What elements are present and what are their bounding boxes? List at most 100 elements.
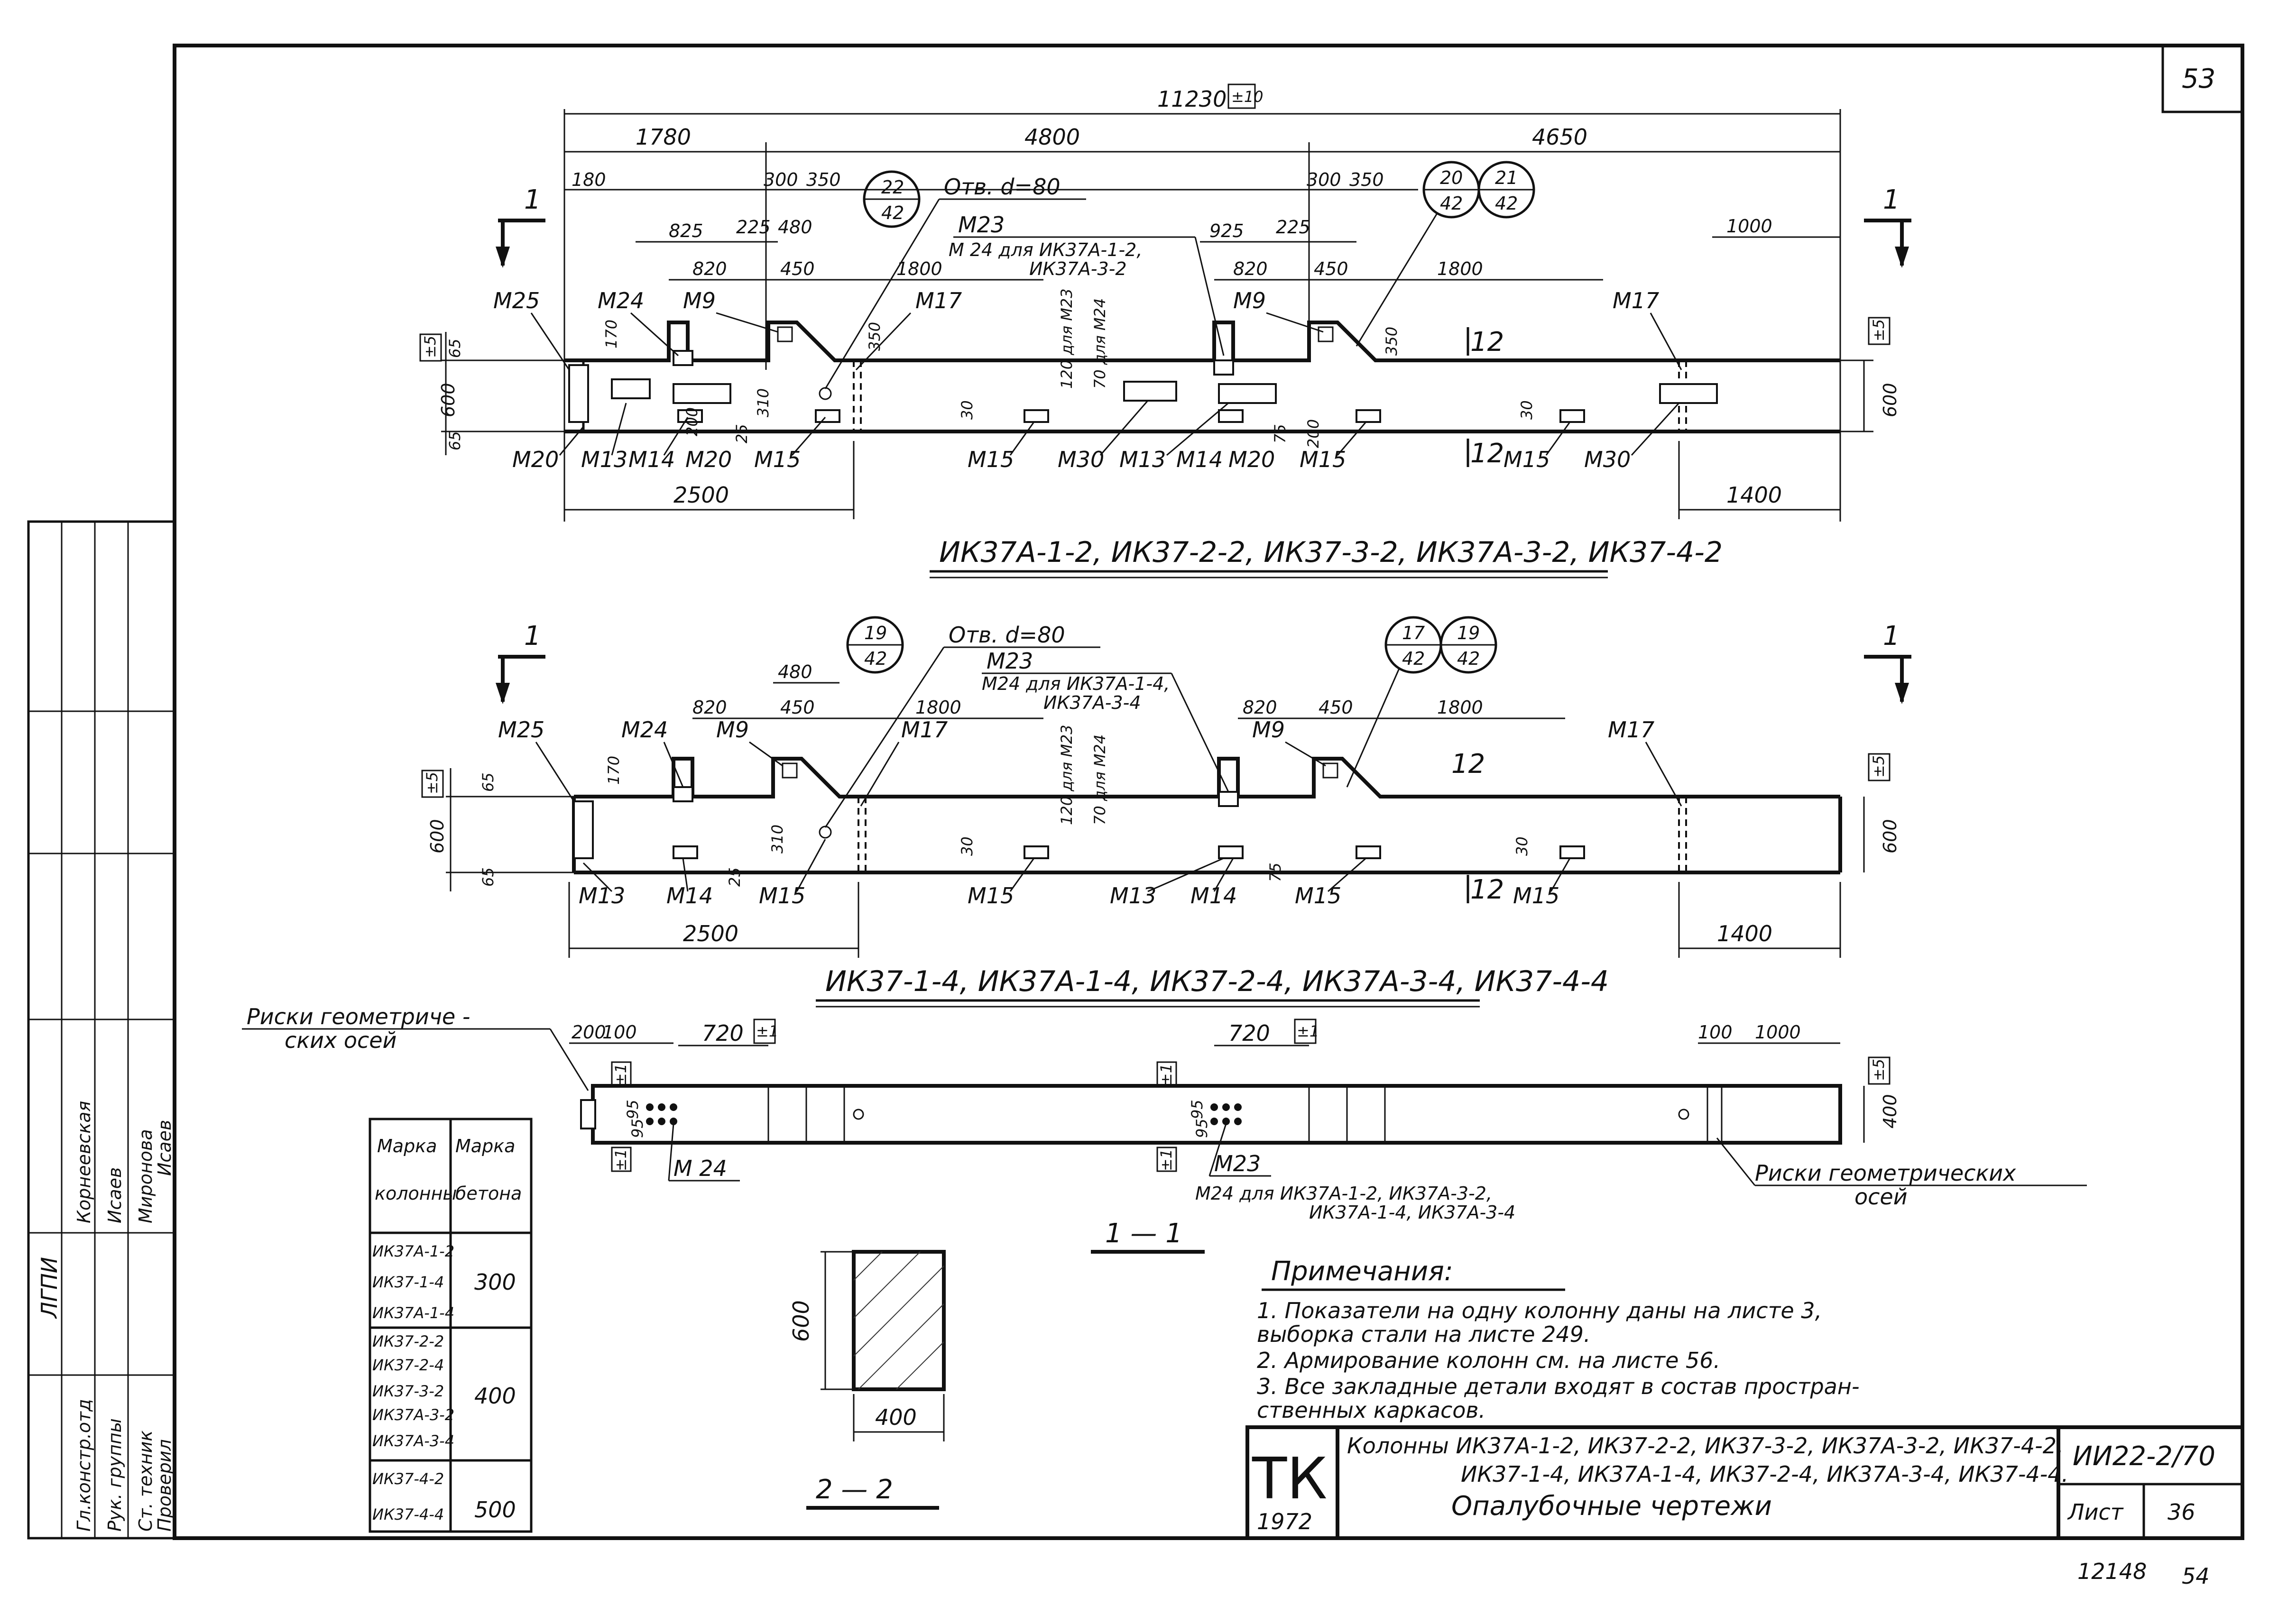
d1-label-m9b: М9 — [1233, 288, 1266, 313]
table-h2b: бетона — [455, 1183, 522, 1204]
d2-tol-left: ±5 — [423, 772, 441, 794]
d1-dim-4800: 4800 — [1024, 124, 1080, 150]
side-stamp-name-2: Исаев — [104, 1167, 125, 1223]
table-g2-r3: ИК37-3-2 — [372, 1382, 444, 1400]
d2-label-m9a: М9 — [716, 717, 749, 743]
d1-dim-180: 180 — [572, 169, 606, 190]
d1-dim-2500: 2500 — [673, 482, 729, 508]
footer-number-1: 12148 — [2077, 1559, 2147, 1584]
plan-m23: М23 — [1214, 1151, 1261, 1176]
table-grade-1: 300 — [474, 1269, 516, 1295]
d2-h600r: 600 — [1880, 819, 1900, 853]
table-g2-r1: ИК37-2-2 — [372, 1332, 444, 1350]
plan-tol-3: ±1 — [612, 1064, 630, 1086]
table-g1-r3: ИК37А-1-4 — [372, 1304, 454, 1322]
d1-dim-1000: 1000 — [1726, 216, 1772, 237]
d1-dim-1800b: 1800 — [1437, 258, 1483, 279]
side-stamp-name-3: Миронова — [135, 1129, 156, 1223]
side-stamp-name-4: Исаев — [154, 1120, 175, 1176]
d2-circle-19b: 42 — [864, 648, 887, 669]
d1-section-left: 1 — [524, 184, 541, 215]
d1-circle-22b: 42 — [881, 202, 904, 223]
stamp-sheet-no: 36 — [2168, 1499, 2195, 1525]
d2-dim-1800b: 1800 — [1437, 697, 1483, 718]
plan-dim-720a: 720 — [702, 1020, 744, 1046]
d2-m23-note-1: М23 — [987, 648, 1033, 674]
d1-label-m24: М24 — [598, 288, 644, 313]
d1-dim-225a: 225 — [736, 217, 771, 238]
drawing-1-elevation: 11230 ±10 1780 4800 4650 180 300 350 300… — [419, 83, 1911, 578]
plan-dim-1000: 1000 — [1755, 1022, 1801, 1043]
stamp-title-3: Опалубочные чертежи — [1451, 1491, 1772, 1522]
d1-label-m15c: М15 — [1300, 447, 1346, 472]
d1-tol-right: ±5 — [1870, 319, 1888, 341]
table-h2a: Марка — [455, 1136, 515, 1156]
d1-dim-350b: 350 — [1349, 169, 1384, 190]
plan-tol-right: ±5 — [1870, 1059, 1888, 1081]
stamp-title-1: Колонны ИК37А-1-2, ИК37-2-2, ИК37-3-2, И… — [1347, 1433, 2064, 1459]
table-grade-2: 400 — [474, 1383, 516, 1409]
d2-label-m15b: М15 — [968, 883, 1014, 908]
d1-v310: 310 — [754, 388, 772, 417]
d2-h600: 600 — [427, 819, 448, 853]
d1-v350a: 350 — [866, 322, 884, 351]
d2-circle-19: 19 — [864, 623, 887, 643]
d2-label-m14b: М14 — [1190, 883, 1237, 908]
concrete-grade-table: Марка колонны Марка бетона ИК37А-1-2 ИК3… — [369, 1118, 533, 1533]
notes-2: 2. Армирование колонн см. на листе 56. — [1257, 1348, 1720, 1373]
d2-mark-12a: 12 — [1451, 749, 1485, 780]
d1-m23-note-2: М 24 для ИК37А-1-2, — [949, 239, 1142, 260]
d1-label-m13a: М13 — [581, 447, 627, 472]
plan-tol-5: ±1 — [1157, 1064, 1175, 1086]
d2-circle-17b: 42 — [1402, 648, 1425, 669]
d1-label-m30b: М30 — [1584, 447, 1631, 472]
notes-3b: ственных каркасов. — [1257, 1397, 1485, 1423]
d1-label-m15d: М15 — [1503, 447, 1550, 472]
d1-label-m30a: М30 — [1058, 447, 1104, 472]
d2-dim-1800a: 1800 — [915, 697, 961, 718]
d1-v25: 25 — [733, 424, 751, 443]
d1-label-m14b: М14 — [1176, 447, 1223, 472]
d1-h600: 600 — [438, 383, 459, 417]
d1-v170: 170 — [602, 320, 620, 349]
d1-circle-22: 22 — [881, 177, 904, 198]
plan-h400: 400 — [1880, 1094, 1900, 1129]
side-stamp: ЛГПИ Гл.констр.отд Рук. группы Ст. техни… — [27, 520, 176, 1540]
d1-label-m20c: М20 — [1228, 447, 1275, 472]
plan-small-4: 95 — [1193, 1119, 1211, 1138]
d2-mark-12b: 12 — [1470, 874, 1504, 905]
d2-hole-label: Отв. d=80 — [949, 622, 1065, 648]
stamp-year: 1972 — [1257, 1509, 1312, 1534]
d2-dim-480: 480 — [778, 661, 812, 682]
table-g3-r1: ИК37-4-2 — [372, 1470, 444, 1488]
d2-m23-note-3: ИК37А-3-4 — [1043, 692, 1141, 713]
d1-dim-1780: 1780 — [636, 124, 691, 150]
side-stamp-role-2: Рук. группы — [104, 1418, 125, 1532]
d2-label-m17a: М17 — [901, 717, 948, 743]
plan-tol-4: ±1 — [612, 1149, 630, 1171]
d1-dim-4650: 4650 — [1532, 124, 1587, 150]
d1-vnote-1: 120 для М23 — [1058, 288, 1076, 389]
drawing-2-elevation: 480 450 820 1800 820 450 1800 ±5 65 600 … — [421, 616, 1911, 1008]
d1-v75: 75 — [1271, 424, 1289, 443]
plan-m24: М 24 — [673, 1156, 727, 1181]
d1-hole-label: Отв. d=80 — [944, 174, 1061, 200]
d1-label-m17b: М17 — [1613, 288, 1659, 313]
d1-dim-450b: 450 — [1314, 258, 1348, 279]
d2-label-m24: М24 — [621, 717, 668, 743]
d1-label-m13b: М13 — [1119, 447, 1166, 472]
title-stamp: ТК 1972 Колонны ИК37А-1-2, ИК37-2-2, ИК3… — [1245, 1425, 2244, 1540]
d1-dim-820b: 820 — [1233, 258, 1268, 279]
d1-label-m15b: М15 — [968, 447, 1014, 472]
d2-dim-820a: 820 — [692, 697, 727, 718]
d2-label-m15a: М15 — [759, 883, 805, 908]
plan-tol-2: ±1 — [1297, 1022, 1319, 1040]
d1-dim-300a: 300 — [764, 169, 798, 190]
d2-label-m17b: М17 — [1608, 717, 1654, 743]
d1-dim-1800a: 1800 — [896, 258, 942, 279]
d1-label-m17a: М17 — [915, 288, 962, 313]
side-stamp-role-3: Ст. техник — [135, 1431, 156, 1532]
sheet-number-box — [2161, 44, 2244, 113]
d2-v25: 25 — [726, 867, 744, 887]
